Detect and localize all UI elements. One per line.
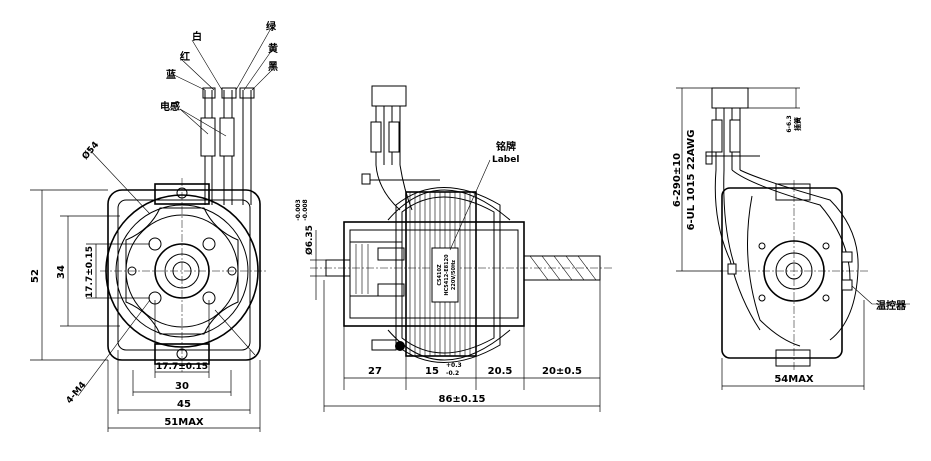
inductor-1 [200, 117, 216, 157]
nameplate-line-3: 220V/50Hz [451, 260, 457, 290]
front-housing-inner [117, 199, 251, 351]
dim-86: 86±0.15 [439, 394, 486, 405]
dim-17-7-vertical: 17.7±0.15 [85, 246, 95, 298]
nameplate-label-en: Label [492, 155, 519, 165]
dim-52: 52 [30, 269, 41, 283]
side-view: 铭牌 Label Ø6.35 -0.003 -0.008 C5410Z HC54… [295, 85, 612, 412]
dim-27: 27 [368, 366, 382, 377]
shaft-diameter: Ø6.35 [304, 225, 315, 255]
shaft-tolerance-upper: -0.003 [295, 199, 302, 220]
front-view: 白 绿 红 黄 蓝 黑 电感 Ø54 52 34 17.7±0.15 17.7±… [30, 20, 278, 432]
dim-45: 45 [177, 399, 191, 410]
shaft-tolerance-lower: -0.008 [302, 199, 309, 220]
dim-15-tolerance-lower: -0.2 [446, 370, 459, 377]
dim-30: 30 [175, 381, 189, 392]
terminal-label: 插簧 [793, 117, 802, 131]
nameplate-label-cn: 铭牌 [496, 140, 516, 153]
inductor-2 [219, 117, 235, 157]
dim-51max: 51MAX [164, 417, 204, 428]
nameplate-line-2: HC5412-E8120 [444, 254, 450, 296]
thermostat [841, 279, 853, 291]
stator-stack [405, 191, 477, 357]
front-housing [107, 189, 261, 361]
wire-label-yellow: 黄 [268, 42, 278, 55]
wire-label-red: 红 [180, 50, 190, 63]
rear-housing [721, 187, 843, 359]
nameplate-line-1: C5410Z [437, 264, 443, 286]
dim-34: 34 [56, 265, 67, 279]
nameplate [431, 247, 459, 303]
wire-label-white: 白 [192, 30, 202, 43]
dim-20-5: 20.5 [488, 366, 513, 377]
wire-label-black: 黑 [268, 61, 278, 73]
wire-label-green: 绿 [266, 20, 277, 33]
terminal-spec: 6-6.3 [786, 115, 793, 132]
dim-17-7-horizontal: 17.7±0.15 [156, 362, 208, 372]
lead-length: 6-290±10 [672, 153, 683, 207]
thermostat-label: 温控器 [876, 299, 907, 312]
rear-view: 6-290±10 6-UL 1015 22AWG 6-6.3 插簧 温控器 54… [672, 87, 910, 390]
lead-spec: 6-UL 1015 22AWG [686, 130, 697, 231]
front-wires [200, 87, 255, 205]
inductor-label: 电感 [160, 100, 180, 113]
wire-label-blue: 蓝 [166, 68, 176, 81]
dim-15-tolerance-upper: +0.3 [446, 362, 462, 369]
holes-label: 4-M4 [65, 380, 89, 406]
dim-15: 15 [425, 366, 439, 377]
dim-20: 20±0.5 [542, 366, 582, 377]
dim-54max: 54MAX [774, 374, 814, 385]
